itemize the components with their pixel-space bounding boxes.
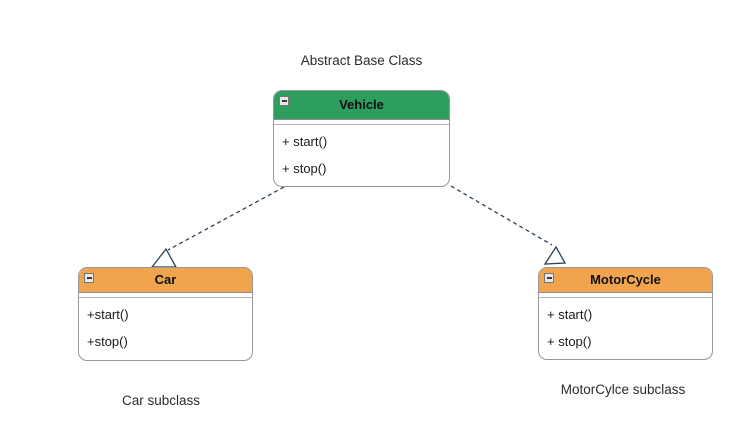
class-title: Vehicle [339, 97, 384, 112]
method-row: + start() [547, 307, 593, 322]
minus-glyph [546, 277, 552, 279]
methods-section: +start() +stop() [79, 298, 252, 355]
method-row: + stop() [282, 161, 327, 176]
method-row: + stop() [547, 334, 592, 349]
method-row: +start() [87, 307, 129, 322]
collapse-minus-icon[interactable] [279, 96, 289, 106]
motorcycle-subclass-label: MotorCylce subclass [560, 382, 686, 397]
car-subclass-label: Car subclass [121, 393, 201, 408]
class-header: Vehicle [274, 91, 449, 120]
method-row: +stop() [87, 334, 128, 349]
class-header: Car [79, 268, 252, 293]
class-box-motorcycle: MotorCycle + start() + stop() [538, 267, 713, 360]
minus-glyph [86, 277, 92, 279]
minus-glyph [281, 100, 287, 102]
inheritance-connector-motorcycle [450, 185, 553, 246]
class-header: MotorCycle [539, 268, 712, 293]
abstract-base-class-label: Abstract Base Class [300, 53, 423, 68]
section-divider [79, 297, 252, 298]
class-box-car: Car +start() +stop() [78, 267, 253, 361]
method-row: + start() [282, 134, 328, 149]
section-divider [274, 124, 449, 125]
collapse-minus-icon[interactable] [544, 273, 554, 283]
class-title: MotorCycle [590, 272, 661, 287]
class-box-vehicle: Vehicle + start() + stop() [273, 90, 450, 187]
inheritance-connector-car [167, 186, 285, 251]
class-title: Car [154, 272, 177, 287]
methods-section: + start() + stop() [539, 298, 712, 355]
section-divider [539, 297, 712, 298]
hollow-triangle-arrowhead-motorcycle [543, 245, 567, 265]
collapse-minus-icon[interactable] [84, 273, 94, 283]
methods-section: + start() + stop() [274, 125, 449, 182]
hollow-triangle-arrowhead-car [150, 247, 178, 268]
